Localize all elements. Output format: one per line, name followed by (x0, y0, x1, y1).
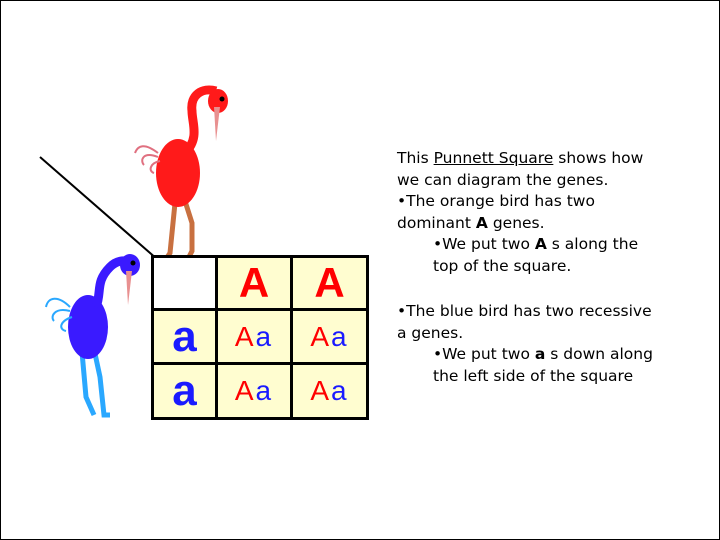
genotype-2-1-recessive: a (255, 375, 274, 406)
genotype-1-2-dominant: A (310, 320, 332, 352)
genotype-2-2-recessive: a (331, 375, 349, 406)
left-allele-1-text: a (172, 311, 197, 361)
genotype-1-2-recessive: a (331, 320, 349, 352)
genotype-cell-2-1: Aa (218, 365, 290, 417)
top-allele-1-text: A (238, 259, 270, 306)
text1-line1: This Punnett Square shows how (397, 149, 644, 167)
punnett-corner-cell (154, 258, 215, 308)
red-bird-illustration (134, 85, 228, 262)
text2-line1: •The blue bird has two recessive (397, 302, 652, 320)
left-allele-2-text: a (172, 366, 197, 415)
explanation-recessive: •The blue bird has two recessive a genes… (397, 301, 653, 387)
punnett-square: A A a Aa Aa a Aa Aa (151, 255, 369, 420)
genotype-2-2-dominant: A (310, 375, 332, 406)
text2-line4: the left side of the square (433, 366, 634, 385)
top-allele-2: A (293, 258, 366, 308)
genotype-cell-1-1: Aa (218, 311, 290, 362)
top-allele-1: A (218, 258, 290, 308)
text1-line5: •We put two A s along the (433, 235, 639, 253)
top-allele-2-text: A (314, 259, 345, 306)
genotype-cell-2-2: Aa (293, 365, 366, 417)
explanation-dominant: This Punnett Square shows how we can dia… (397, 148, 643, 277)
left-allele-1: a (154, 311, 215, 362)
blue-bird-illustration (45, 254, 140, 418)
text1-line6: top of the square. (433, 256, 572, 275)
text1-line2: we can diagram the genes. (397, 170, 609, 189)
genotype-2-1-dominant: A (234, 375, 256, 406)
text1-line3: •The orange bird has two (397, 192, 595, 210)
punnett-square-link[interactable]: Punnett Square (433, 149, 554, 167)
genotype-1-1-recessive: a (255, 320, 274, 352)
text2-line2: a genes. (397, 323, 464, 342)
genotype-1-1-dominant: A (234, 320, 256, 352)
left-allele-2: a (154, 365, 215, 417)
text1-line4: dominant A genes. (397, 213, 545, 232)
genotype-cell-1-2: Aa (293, 311, 366, 362)
text2-line3: •We put two a s down along (433, 345, 653, 363)
